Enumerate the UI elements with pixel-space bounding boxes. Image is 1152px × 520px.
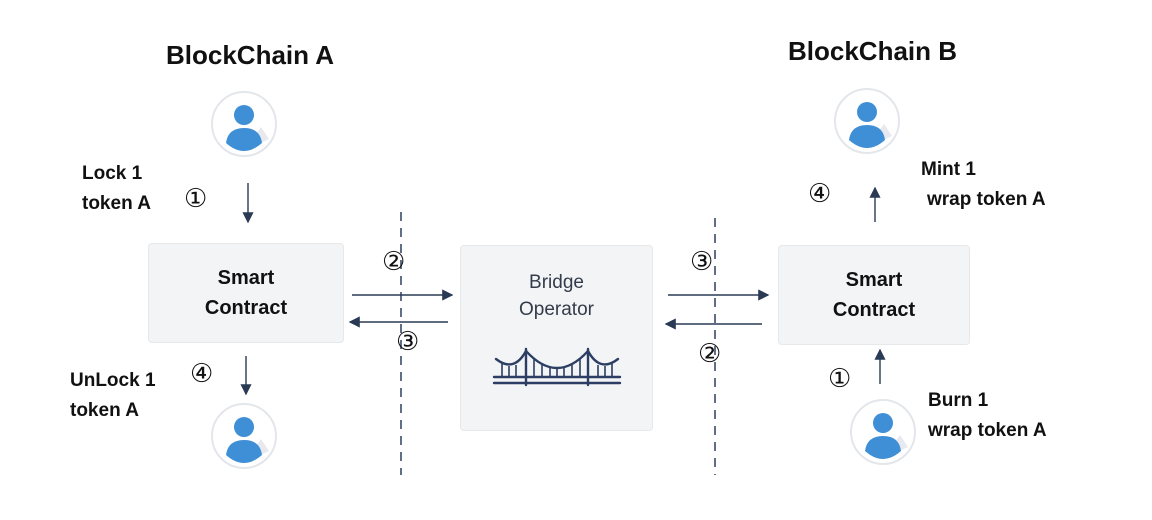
unlock-label-line1: UnLock 1 bbox=[70, 370, 156, 391]
unlock-label-line2: token A bbox=[70, 400, 139, 421]
user-avatar-icon bbox=[850, 399, 916, 465]
burn-label-line2: wrap token A bbox=[928, 420, 1047, 441]
mint-label-line2: wrap token A bbox=[927, 189, 1046, 210]
blockchain-b-title: BlockChain B bbox=[788, 36, 958, 66]
bridge-icon bbox=[492, 347, 621, 387]
user-avatar-icon bbox=[834, 88, 900, 154]
mint-label-line1: Mint 1 bbox=[921, 159, 976, 180]
smart-contract-b-line1: Smart bbox=[845, 269, 903, 291]
step-2-to-bridge: ② bbox=[382, 247, 406, 277]
step-4-unlock: ④ bbox=[190, 359, 214, 389]
mint-label: Mint 1 wrap token A bbox=[921, 155, 1046, 215]
burn-label: Burn 1 wrap token A bbox=[928, 386, 1047, 446]
smart-contract-b: Smart Contract bbox=[778, 245, 970, 345]
step-4-mint: ④ bbox=[808, 179, 832, 209]
step-2-from-b: ② bbox=[698, 339, 722, 369]
lock-label-line2: token A bbox=[82, 193, 151, 214]
user-avatar-icon bbox=[211, 91, 277, 157]
step-1-lock: ① bbox=[184, 184, 208, 214]
smart-contract-a-line2: Contract bbox=[204, 297, 288, 319]
step-1-burn: ① bbox=[828, 364, 852, 394]
unlock-label: UnLock 1 token A bbox=[70, 366, 156, 426]
lock-label: Lock 1 token A bbox=[82, 159, 151, 219]
smart-contract-b-line2: Contract bbox=[832, 299, 916, 321]
bridge-operator: Bridge Operator bbox=[460, 245, 653, 431]
bridge-operator-line2: Operator bbox=[519, 299, 594, 320]
user-avatar-icon bbox=[211, 403, 277, 469]
burn-label-line1: Burn 1 bbox=[928, 390, 989, 411]
blockchain-a-title: BlockChain A bbox=[166, 40, 335, 70]
smart-contract-a-line1: Smart bbox=[217, 267, 275, 289]
step-3-from-bridge: ③ bbox=[396, 327, 420, 357]
step-3-to-b: ③ bbox=[690, 247, 714, 277]
bridge-operator-line1: Bridge bbox=[529, 272, 584, 293]
smart-contract-a: Smart Contract bbox=[148, 243, 344, 343]
lock-label-line1: Lock 1 bbox=[82, 163, 143, 184]
